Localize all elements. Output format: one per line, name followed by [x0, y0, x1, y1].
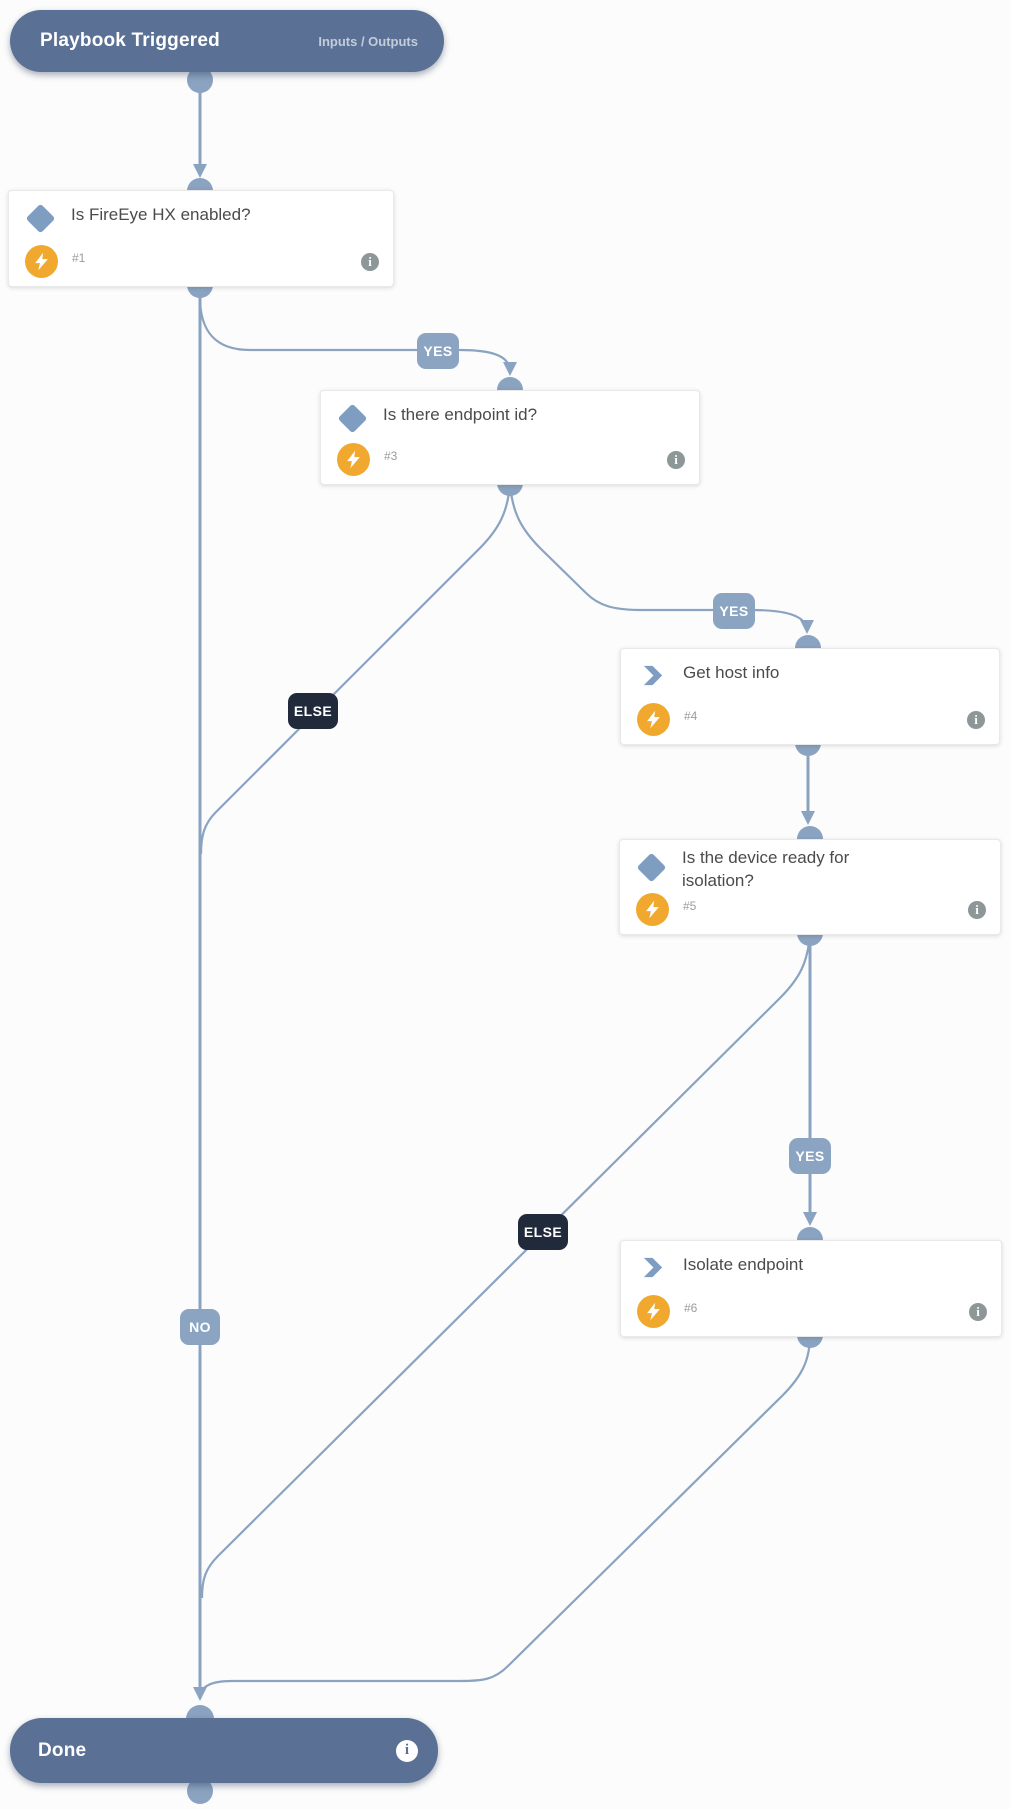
branch-label-yes-3: YES	[789, 1138, 831, 1174]
branch-label-yes-2: YES	[713, 593, 755, 629]
task-title: Get host info	[683, 663, 780, 682]
task-number: #4	[684, 709, 698, 723]
task-number: #6	[684, 1301, 698, 1315]
automation-lightning-icon	[337, 443, 370, 476]
connector-dot-start	[187, 67, 213, 93]
automation-lightning-icon	[25, 245, 58, 278]
branch-label-text: YES	[423, 343, 453, 359]
branch-label-text: YES	[719, 603, 749, 619]
condition-icon	[636, 852, 667, 883]
info-icon[interactable]: i	[667, 451, 685, 469]
arrowhead-into-task1	[193, 164, 207, 178]
branch-label-text: YES	[795, 1148, 825, 1164]
arrowhead-into-task5	[801, 811, 815, 825]
start-node[interactable]: Playbook Triggered Inputs / Outputs	[10, 10, 444, 72]
start-node-title: Playbook Triggered	[40, 30, 220, 51]
action-chevron-icon	[640, 1255, 665, 1280]
task-title: Isolate endpoint	[683, 1255, 804, 1274]
edge-yes-task3-to-task4	[508, 482, 807, 626]
connector-dot-done-bottom	[187, 1778, 213, 1804]
branch-label-text: ELSE	[523, 1224, 563, 1240]
edge-task6-to-done	[199, 1334, 812, 1695]
arrowhead-into-done	[193, 1687, 207, 1701]
task-number: #5	[683, 899, 697, 913]
task-card-5[interactable]: Is the device ready for isolation? #5 i	[619, 839, 1001, 935]
action-chevron-icon	[640, 663, 665, 688]
end-node[interactable]: Done i	[10, 1718, 438, 1783]
edge-else-task3-to-merge	[199, 482, 512, 855]
branch-label-text: NO	[189, 1319, 211, 1335]
end-node-title: Done	[38, 1739, 87, 1761]
automation-lightning-icon	[637, 703, 670, 736]
task-number: #1	[72, 251, 86, 265]
task-card-3[interactable]: Is there endpoint id? #3 i	[320, 390, 700, 485]
info-icon[interactable]: i	[361, 253, 379, 271]
info-icon[interactable]: i	[968, 901, 986, 919]
inputs-outputs-link[interactable]: Inputs / Outputs	[318, 33, 418, 49]
branch-label-else-1: ELSE	[288, 693, 338, 729]
connector-dots	[186, 67, 823, 1804]
branch-label-else-2: ELSE	[518, 1214, 568, 1250]
info-icon[interactable]: i	[396, 1739, 418, 1762]
automation-lightning-icon	[636, 893, 669, 926]
task-number: #3	[384, 449, 398, 463]
arrowhead-into-task4	[800, 620, 814, 634]
task-card-6[interactable]: Isolate endpoint #6 i	[620, 1240, 1002, 1337]
branch-label-no: NO	[180, 1309, 220, 1345]
branch-label-text: ELSE	[293, 703, 333, 719]
condition-icon	[25, 203, 56, 234]
task-title: Is FireEye HX enabled?	[71, 205, 251, 224]
automation-lightning-icon	[637, 1295, 670, 1328]
edge-yes-task1-to-task3	[198, 296, 511, 367]
branch-label-yes-1: YES	[417, 333, 459, 369]
task-card-1[interactable]: Is FireEye HX enabled? #1 i	[8, 190, 394, 287]
edge-else-task5-to-merge	[200, 932, 812, 1599]
arrowhead-into-task3	[503, 362, 517, 376]
info-icon[interactable]: i	[969, 1303, 987, 1321]
task-title: Is the device ready for isolation?	[682, 848, 850, 890]
task-title: Is there endpoint id?	[383, 405, 538, 424]
arrowhead-into-task6	[803, 1212, 817, 1226]
task-card-4[interactable]: Get host info #4 i	[620, 648, 1000, 745]
condition-icon	[337, 403, 368, 434]
info-icon[interactable]: i	[967, 711, 985, 729]
edge-arrowheads	[193, 164, 817, 1701]
